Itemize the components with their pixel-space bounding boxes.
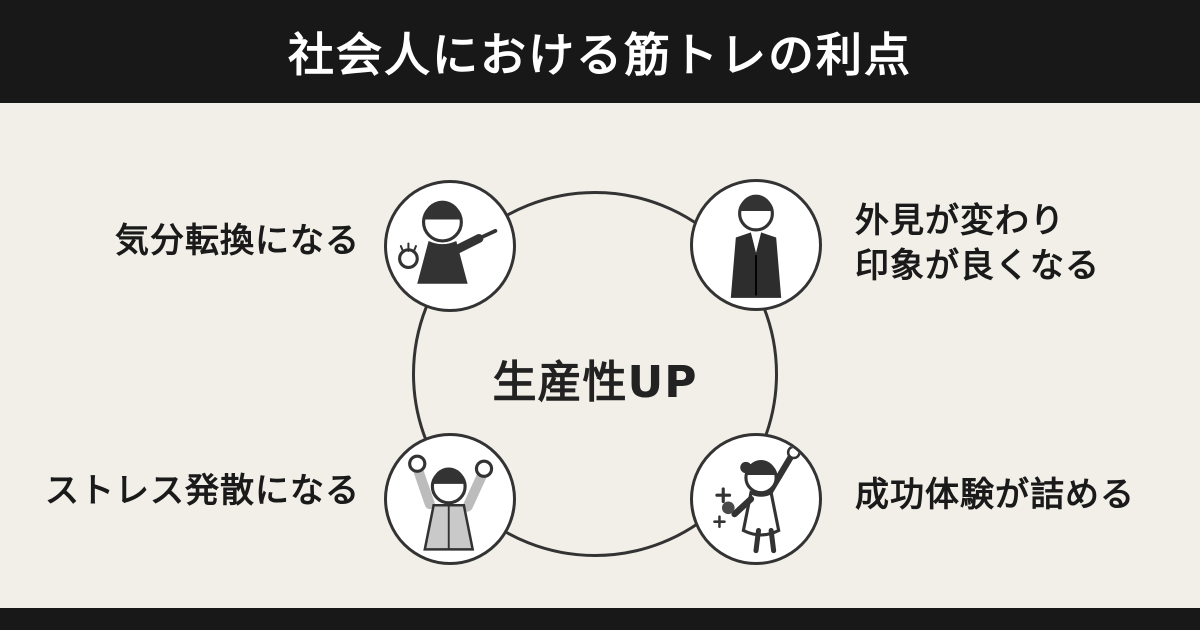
benefit-label-appearance: 外見が変わり 印象が良くなる	[855, 201, 1100, 286]
center-label: 生産性UP	[492, 357, 698, 408]
footer-bar	[0, 608, 1200, 630]
benefit-label-success: 成功体験が詰める	[855, 475, 1135, 515]
person-cheering-icon	[408, 454, 494, 551]
woman-celebrating-icon	[713, 445, 801, 554]
benefit-label-stress: ストレス発散になる	[45, 471, 360, 511]
man-standing-icon	[730, 194, 782, 298]
benefit-icon-appearance	[690, 179, 822, 311]
benefit-label-mood: 気分転換になる	[115, 221, 360, 261]
benefit-icon-stress	[384, 433, 516, 565]
cycle-circle	[412, 191, 778, 557]
benefit-icon-mood	[384, 180, 516, 312]
person-pointing-icon	[398, 200, 498, 284]
benefit-icon-success	[690, 433, 822, 565]
page-title: 社会人における筋トレの利点	[288, 27, 912, 82]
header-bar: 社会人における筋トレの利点	[0, 0, 1200, 103]
